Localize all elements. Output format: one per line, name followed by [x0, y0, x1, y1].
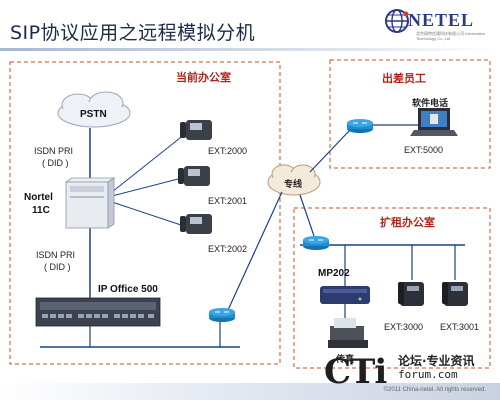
branch-box-label: 扩租办公室: [380, 216, 435, 229]
ip-office-500-icon: [35, 297, 161, 327]
office-box: [9, 61, 281, 365]
branch-box: [293, 207, 491, 369]
ext2000-label: EXT:2000: [208, 146, 248, 156]
ext3000-label: EXT:3000: [384, 322, 424, 332]
traveler-box-label: 出差员工: [382, 72, 426, 85]
isdn1-line2: ( DID ): [42, 158, 69, 168]
softphone-label: 软件电话: [412, 99, 449, 109]
copyright-text: ©2011 China-netel. All rights reserved.: [383, 387, 486, 393]
page-title: SIP协议应用之远程模拟分机: [10, 22, 256, 44]
ip-phone-2000-icon: [180, 120, 212, 140]
ip-phone-2002-icon: [180, 214, 212, 234]
cti-watermark-line1: 论坛·专业资讯: [398, 354, 475, 368]
nortel-label-line1: Nortel: [24, 192, 53, 203]
ext3001-label: EXT:3001: [440, 322, 480, 332]
phone-3001-icon: [442, 282, 468, 306]
globe-logo-icon: [385, 9, 409, 33]
ext2002-label: EXT:2002: [208, 244, 248, 254]
ext5000-label: EXT:5000: [404, 145, 444, 155]
ip-office-label: IP Office 500: [98, 284, 158, 295]
footer-bar: [0, 383, 500, 400]
ip-phone-2001-icon: [178, 166, 210, 186]
traveler-router-icon: [347, 119, 373, 133]
mp202-label: MP202: [318, 268, 350, 279]
header-divider: [0, 48, 500, 51]
leased-line-label: 专线: [284, 179, 303, 189]
fax-label: 传真: [336, 354, 355, 364]
office-router-icon: [209, 308, 235, 322]
phone-3000-icon: [398, 282, 424, 306]
traveler-box: [329, 59, 491, 169]
nortel-label-line2: 11C: [32, 205, 50, 216]
branch-router-icon: [303, 236, 329, 250]
pstn-label: PSTN: [80, 109, 107, 120]
pstn-cloud-icon: [57, 91, 131, 128]
isdn2-line1: ISDN PRI: [36, 250, 76, 260]
isdn1-line1: ISDN PRI: [34, 146, 74, 156]
logo-text: NETEL: [408, 10, 475, 30]
mp202-gateway-icon: [320, 286, 370, 304]
laptop-softphone-icon: [410, 108, 458, 136]
logo-subtitle: 北京网特信通科技有限公司 Information Technology Co.,…: [416, 31, 486, 41]
cti-watermark-line2: forum.com: [398, 368, 458, 381]
cti-watermark: CTi: [324, 352, 387, 392]
leased-line-cloud-icon: [267, 164, 321, 196]
fax-machine-icon: [328, 318, 368, 348]
isdn2-line2: ( DID ): [44, 262, 71, 272]
nortel-pbx-icon: [64, 177, 116, 229]
ext2001-label: EXT:2001: [208, 196, 248, 206]
office-box-label: 当前办公室: [176, 71, 231, 84]
